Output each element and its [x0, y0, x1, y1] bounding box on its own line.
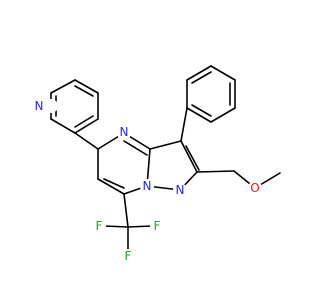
- bond-inner: [191, 104, 212, 117]
- atom-f-left: F: [92, 219, 106, 233]
- bond-inner: [123, 140, 148, 156]
- bond: [50, 79, 76, 94]
- bond: [103, 225, 129, 228]
- bond-skeleton: [50, 65, 281, 252]
- atom-f-top: F: [150, 219, 164, 233]
- atom-n-bridge: N: [140, 179, 154, 193]
- bond-inner: [103, 178, 125, 189]
- bond: [210, 65, 236, 81]
- atom-f-bottom: F: [121, 249, 135, 263]
- bond: [180, 140, 198, 173]
- bond-inner: [191, 71, 212, 84]
- atom-f-left-label: F: [96, 219, 103, 233]
- bond-inner: [74, 115, 94, 128]
- atom-f-top-label: F: [154, 219, 161, 233]
- atom-n-ring-imine: N: [117, 125, 131, 140]
- atom-n-pyrazole: N: [173, 183, 187, 197]
- atom-n-pyridine: N: [35, 99, 58, 113]
- atom-o-ether: O: [248, 181, 262, 195]
- atom-n-ring-imine-label: N: [120, 125, 129, 139]
- bond: [97, 178, 125, 195]
- atom-o-ether-label: O: [250, 181, 259, 195]
- bond: [74, 132, 99, 150]
- bond: [186, 107, 212, 123]
- bond: [74, 79, 99, 94]
- atom-n-bridge-label: N: [143, 179, 152, 193]
- bond: [127, 225, 153, 228]
- bond: [149, 140, 182, 150]
- atom-n-pyrazole-label: N: [176, 183, 185, 197]
- bond: [180, 107, 188, 142]
- bond: [186, 65, 212, 81]
- bond-inner: [185, 145, 200, 171]
- atom-n-pyridine-label: N: [35, 99, 44, 113]
- bond: [196, 170, 235, 173]
- bond: [50, 118, 76, 134]
- bond-inner: [74, 85, 94, 97]
- bond: [210, 107, 236, 123]
- bond: [74, 118, 99, 134]
- atom-f-bottom-label: F: [125, 249, 132, 263]
- bond: [123, 193, 129, 228]
- atom-labels: N N N N O F F F: [35, 99, 262, 263]
- molecule-structure: N N N N O F F F: [35, 65, 281, 263]
